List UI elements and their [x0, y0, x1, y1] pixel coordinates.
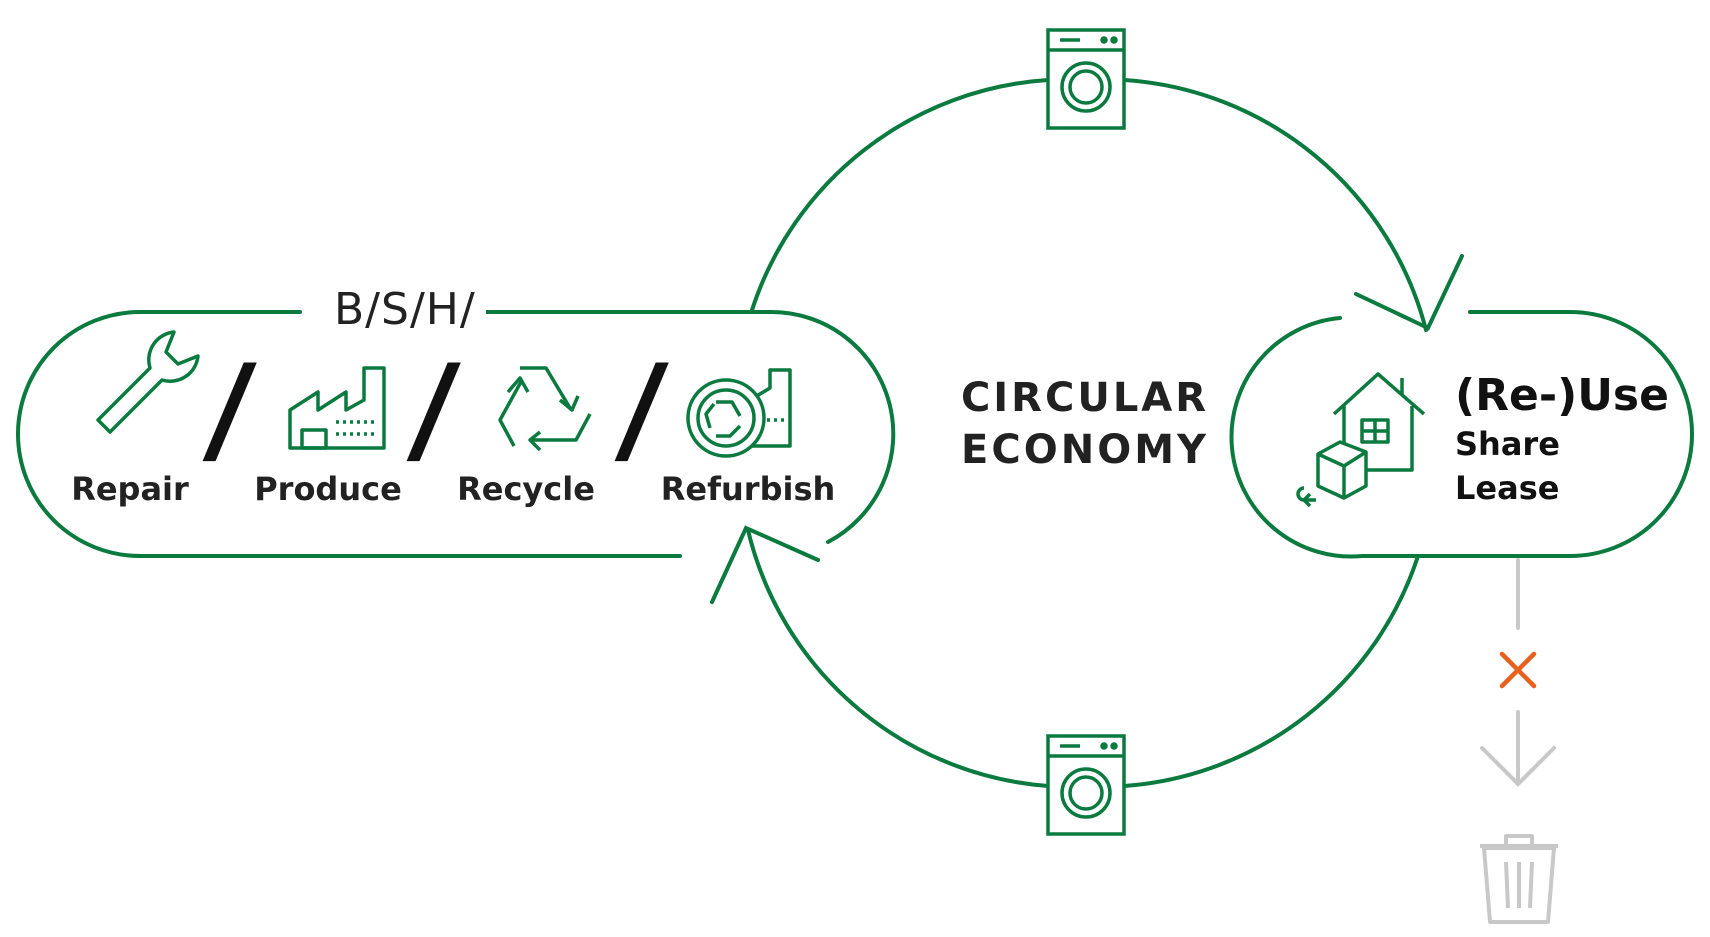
stage-label-recycle: Recycle: [457, 470, 595, 508]
reuse-share: Share: [1455, 425, 1560, 463]
trash-bin-icon: [1480, 834, 1558, 924]
center-title: CIRCULAR ECONOMY: [961, 372, 1209, 476]
arrowhead-left: [710, 525, 820, 604]
stage-label-refurbish: Refurbish: [660, 470, 836, 508]
washing-machine-icon: [1046, 28, 1126, 130]
bsh-capsule: [16, 310, 682, 558]
factory-icon: [288, 366, 386, 450]
cycle-arc-top-left: [750, 78, 1050, 312]
cycle-arc-bottom-left: [746, 528, 1050, 788]
refurbish-factory-icon: [686, 368, 792, 458]
cycle-arc-bottom-right: [1122, 554, 1420, 788]
brand-label: B/S/H/: [324, 284, 486, 335]
washing-machine-icon: [1046, 734, 1126, 836]
arrowhead-right: [1354, 254, 1464, 331]
reuse-lease: Lease: [1455, 469, 1560, 507]
disposal-path: [1480, 558, 1556, 787]
cycle-arc-top-right: [1122, 78, 1428, 332]
recycle-icon: [498, 366, 592, 452]
center-title-line2: ECONOMY: [961, 427, 1209, 473]
stage-label-produce: Produce: [254, 470, 402, 508]
reuse-title: (Re-)Use: [1455, 370, 1669, 421]
cross-icon: [1499, 651, 1537, 689]
stage-label-repair: Repair: [71, 470, 189, 508]
bsh-capsule-top-right: [476, 309, 896, 544]
reuse-capsule: [1229, 310, 1694, 559]
center-title-line1: CIRCULAR: [960, 375, 1210, 421]
house-box-icon: [1296, 372, 1426, 508]
reuse-block: (Re-)Use Share Lease: [1455, 370, 1669, 510]
wrench-icon: [96, 330, 200, 434]
